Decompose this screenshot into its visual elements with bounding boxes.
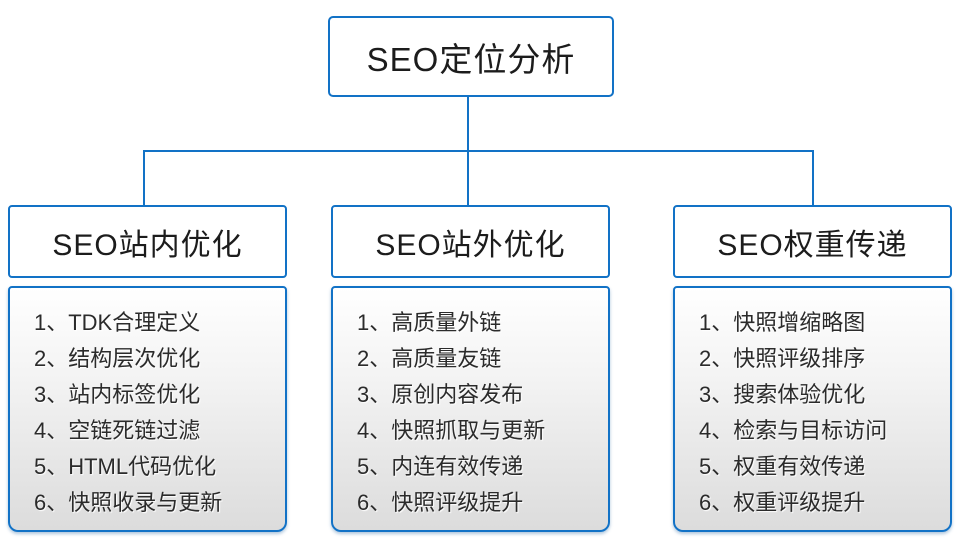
list-item: 4、快照抓取与更新: [357, 418, 546, 443]
list-item: 6、快照收录与更新: [34, 490, 223, 515]
root-node: SEO定位分析: [328, 16, 614, 97]
list-item: 3、原创内容发布: [357, 382, 524, 407]
list-item: 6、快照评级提升: [357, 490, 524, 515]
connector-branch-right: [812, 150, 814, 206]
branch-header: SEO权重传递: [673, 205, 952, 278]
root-node-label: SEO定位分析: [366, 40, 576, 78]
list-item: 5、HTML代码优化: [34, 454, 217, 479]
branch-list: 1、TDK合理定义 2、结构层次优化 3、站内标签优化 4、空链死链过滤 5、H…: [8, 286, 287, 532]
list-item: 5、权重有效传递: [699, 454, 866, 479]
list-item: 4、空链死链过滤: [34, 418, 201, 443]
branch-list: 1、快照增缩略图 2、快照评级排序 3、搜索体验优化 4、检索与目标访问 5、权…: [673, 286, 952, 532]
list-item: 3、搜索体验优化: [699, 382, 866, 407]
connector-branch-mid: [467, 150, 469, 206]
list-item: 6、权重评级提升: [699, 490, 866, 515]
branch-title: SEO站内优化: [52, 228, 243, 262]
list-item: 2、快照评级排序: [699, 346, 866, 371]
branch-header: SEO站内优化: [8, 205, 287, 278]
connector-root-stem: [467, 93, 469, 151]
list-item: 1、高质量外链: [357, 310, 502, 335]
list-item: 1、快照增缩略图: [699, 310, 866, 335]
list-item: 4、检索与目标访问: [699, 418, 888, 443]
branch-list: 1、高质量外链 2、高质量友链 3、原创内容发布 4、快照抓取与更新 5、内连有…: [331, 286, 610, 532]
list-item: 5、内连有效传递: [357, 454, 524, 479]
list-item: 2、结构层次优化: [34, 346, 201, 371]
connector-branch-left: [143, 150, 145, 206]
branch-title: SEO权重传递: [717, 228, 908, 262]
list-item: 3、站内标签优化: [34, 382, 201, 407]
branch-title: SEO站外优化: [375, 228, 566, 262]
branch-header: SEO站外优化: [331, 205, 610, 278]
connector-horizontal: [143, 150, 814, 152]
list-item: 2、高质量友链: [357, 346, 502, 371]
list-item: 1、TDK合理定义: [34, 310, 201, 335]
